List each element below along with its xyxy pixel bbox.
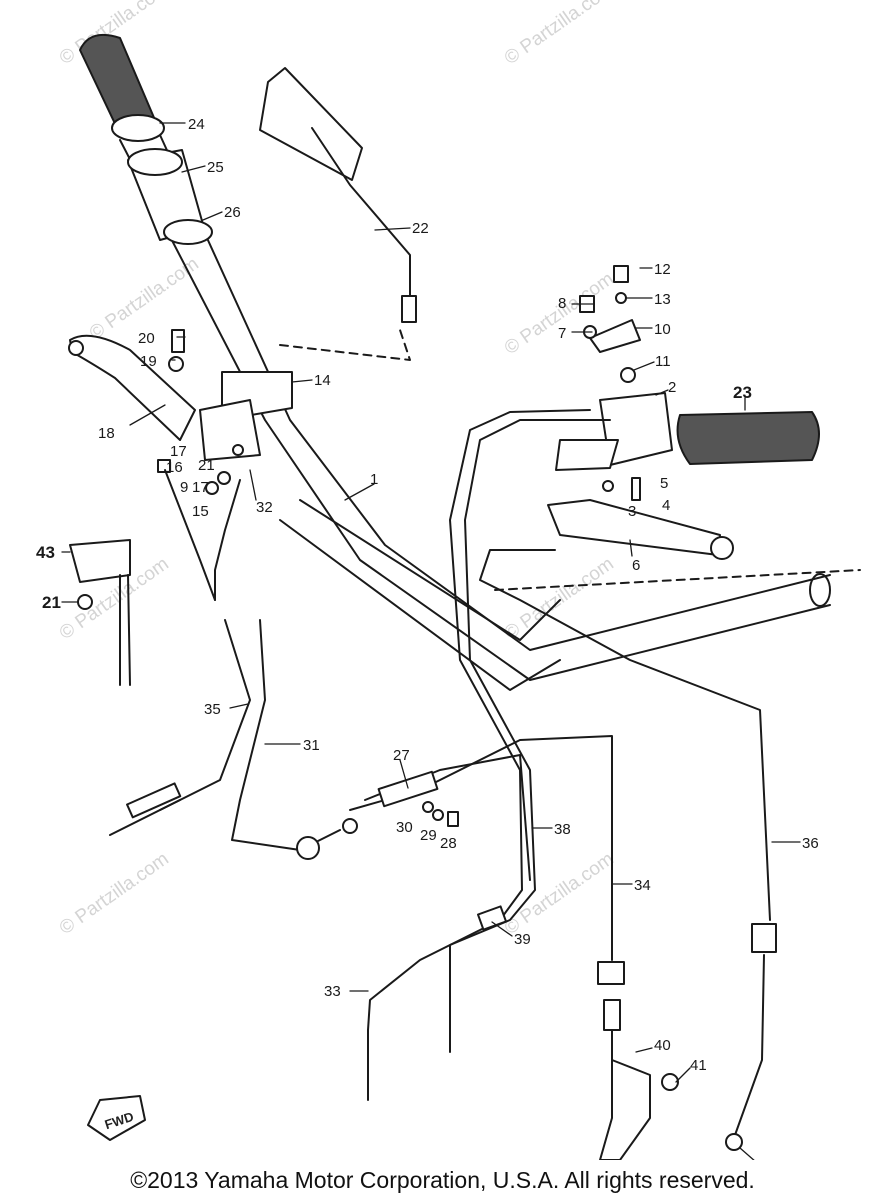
callout-40: 40 bbox=[654, 1037, 671, 1054]
callout-27: 27 bbox=[393, 747, 410, 764]
left-switch bbox=[69, 539, 131, 686]
watermark: © Partzilla.com bbox=[56, 848, 173, 939]
callout-31: 31 bbox=[303, 737, 320, 754]
callout-23: 23 bbox=[733, 383, 752, 402]
callout-37: 37 bbox=[754, 1157, 771, 1160]
callout-22: 22 bbox=[412, 220, 429, 237]
callout-7: 7 bbox=[558, 325, 566, 342]
callout-30: 30 bbox=[396, 819, 413, 836]
forward-arrow-icon bbox=[87, 1095, 146, 1141]
callout-labels: 1 2 3 4 5 6 7 8 9 10 11 12 13 14 15 16 1… bbox=[36, 116, 819, 1160]
callout-11: 11 bbox=[655, 353, 671, 370]
leader-lines bbox=[61, 122, 801, 1160]
callout-3: 3 bbox=[628, 503, 636, 520]
callout-10: 10 bbox=[654, 321, 671, 338]
callout-33: 33 bbox=[324, 983, 341, 1000]
callout-12: 12 bbox=[654, 261, 671, 278]
cables bbox=[109, 409, 777, 1151]
fasteners bbox=[157, 265, 641, 827]
callout-15: 15 bbox=[192, 503, 209, 520]
callout-19: 19 bbox=[140, 353, 157, 370]
handlebar-parts-diagram: © Partzilla.com © Partzilla.com © Partzi… bbox=[36, 0, 861, 1160]
cable-bracket bbox=[599, 1059, 679, 1160]
callout-21-secondary: 21 bbox=[42, 593, 61, 612]
callout-35: 35 bbox=[204, 701, 221, 718]
callout-13: 13 bbox=[654, 291, 671, 308]
clutch-lever bbox=[68, 334, 293, 461]
left-grip bbox=[79, 34, 213, 245]
callout-17-secondary: 17 bbox=[192, 479, 209, 496]
callout-41: 41 bbox=[690, 1057, 707, 1074]
callout-17: 17 bbox=[170, 443, 187, 460]
callout-16: 16 bbox=[166, 459, 183, 476]
handlebar bbox=[119, 134, 861, 691]
callout-18: 18 bbox=[98, 425, 115, 442]
callout-21: 21 bbox=[198, 457, 215, 474]
callout-9: 9 bbox=[180, 479, 188, 496]
callout-43: 43 bbox=[36, 543, 55, 562]
callout-20: 20 bbox=[138, 330, 155, 347]
callout-25: 25 bbox=[207, 159, 224, 176]
callout-29: 29 bbox=[420, 827, 437, 844]
callout-6: 6 bbox=[632, 557, 640, 574]
callout-24: 24 bbox=[188, 116, 205, 133]
copyright-notice: ©2013 Yamaha Motor Corporation, U.S.A. A… bbox=[130, 1167, 755, 1193]
watermark: © Partzilla.com bbox=[501, 0, 618, 69]
callout-38: 38 bbox=[554, 821, 571, 838]
callout-36: 36 bbox=[802, 835, 819, 852]
callout-5: 5 bbox=[660, 475, 668, 492]
right-throttle-assembly bbox=[547, 319, 820, 560]
callout-4: 4 bbox=[662, 497, 670, 514]
callout-28: 28 bbox=[440, 835, 457, 852]
callout-39: 39 bbox=[514, 931, 531, 948]
mirror bbox=[259, 67, 417, 323]
callout-1: 1 bbox=[370, 471, 378, 488]
callout-8: 8 bbox=[558, 295, 566, 312]
callout-34: 34 bbox=[634, 877, 651, 894]
callout-14: 14 bbox=[314, 372, 331, 389]
callout-32: 32 bbox=[256, 499, 273, 516]
callout-2: 2 bbox=[668, 379, 676, 396]
callout-26: 26 bbox=[224, 204, 241, 221]
